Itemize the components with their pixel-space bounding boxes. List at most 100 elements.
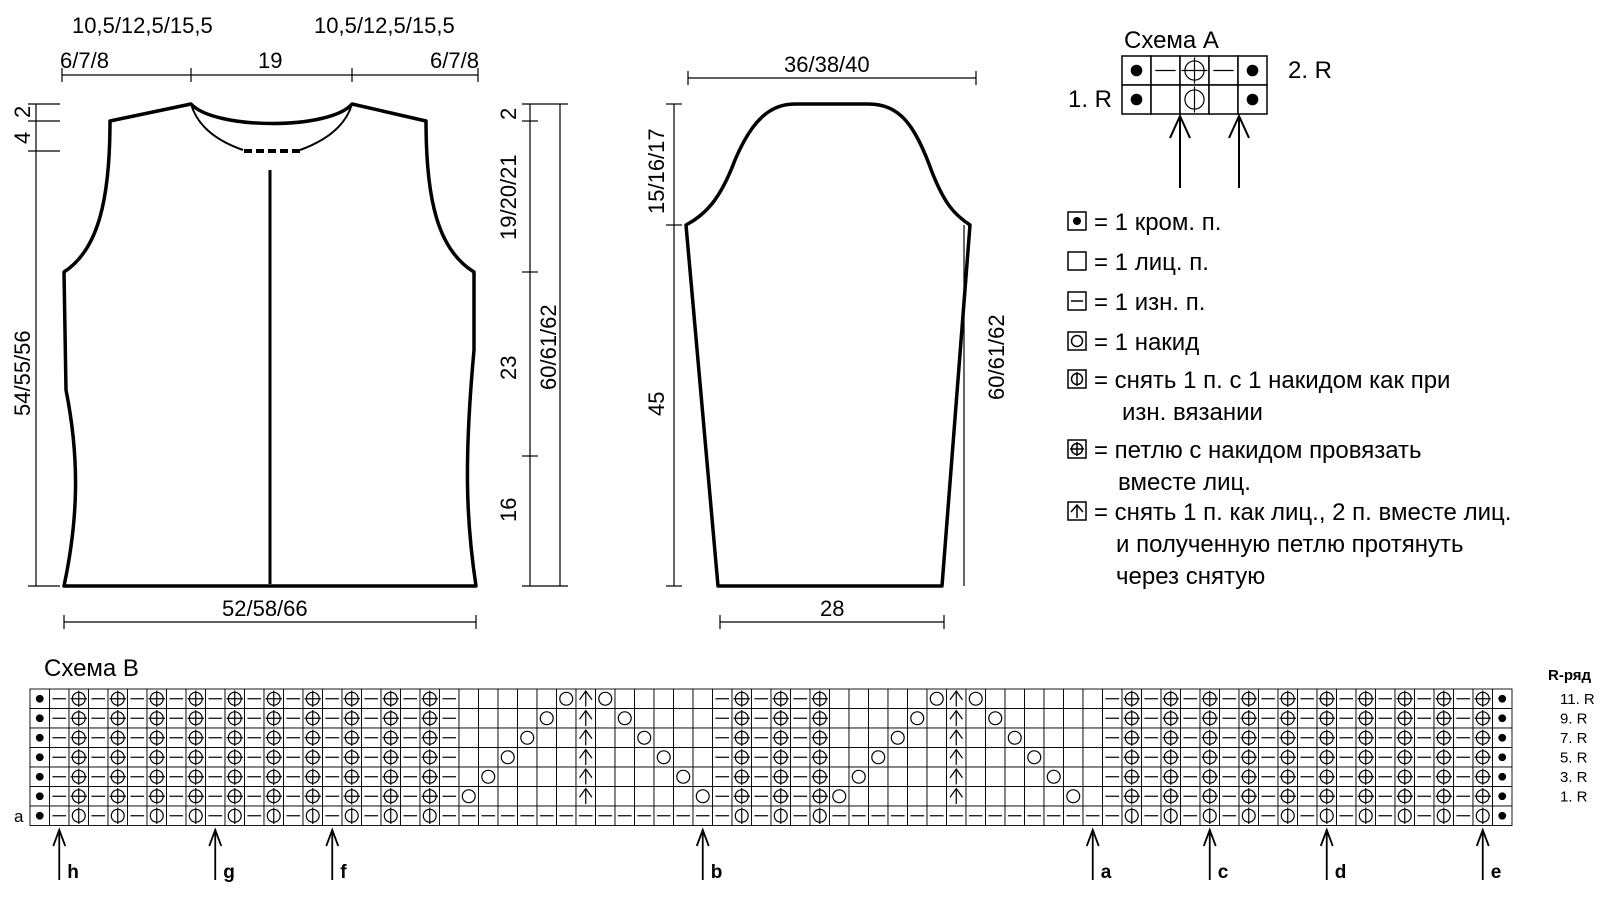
sleeve-lower-height: 45 bbox=[644, 392, 669, 416]
yarn-over-icon bbox=[832, 789, 847, 804]
schema-b-cell bbox=[458, 708, 479, 729]
knit-together-yo-icon bbox=[1435, 788, 1452, 805]
edge-stitch-icon bbox=[35, 714, 44, 723]
schema-b-row-header: R-ряд bbox=[1548, 667, 1592, 684]
schema-a-row2: 2. R bbox=[1288, 57, 1332, 84]
front-neck-width-label: 19 bbox=[258, 48, 282, 73]
schema-b-marker: b bbox=[695, 827, 722, 883]
legend-text: = снять 1 п. как лиц., 2 п. вместе лиц. bbox=[1094, 499, 1511, 526]
legend-row: = 1 лиц. п. bbox=[1067, 249, 1209, 276]
slip-with-yo-icon bbox=[1241, 807, 1256, 824]
knit-together-yo-icon bbox=[811, 710, 828, 727]
edge-stitch-icon bbox=[1498, 811, 1507, 820]
schema-b-cell bbox=[1063, 688, 1084, 709]
schema-b-cell bbox=[517, 708, 538, 729]
front-neck-facing-right bbox=[299, 103, 353, 151]
knit-together-yo-icon bbox=[1162, 749, 1179, 766]
schema-b-cell bbox=[965, 747, 986, 768]
schema-b-cell bbox=[595, 727, 616, 748]
schema-b-cell bbox=[458, 727, 479, 748]
schema-b-cell bbox=[868, 688, 889, 709]
edge-stitch-icon bbox=[35, 772, 44, 781]
schema-b-cell bbox=[478, 708, 499, 729]
knit-together-yo-icon bbox=[1162, 690, 1179, 707]
knit-together-yo-icon bbox=[304, 788, 321, 805]
yarn-over-icon bbox=[1067, 331, 1087, 351]
schema-b-cell bbox=[926, 786, 947, 807]
schema-b-marker-label: d bbox=[1335, 862, 1347, 883]
schema-a-arrow-head bbox=[1169, 113, 1191, 139]
schema-b-cell bbox=[1024, 708, 1045, 729]
schema-b-cell bbox=[907, 747, 928, 768]
knit-together-yo-icon bbox=[811, 729, 828, 746]
knit-together-yo-icon bbox=[1067, 439, 1087, 459]
schema-b-cell bbox=[517, 766, 538, 787]
knit-together-yo-icon bbox=[811, 690, 828, 707]
schema-b-cell bbox=[926, 708, 947, 729]
knit-together-yo-icon bbox=[1435, 690, 1452, 707]
knit-together-yo-icon bbox=[187, 690, 204, 707]
schema-b-row-label: 5. R bbox=[1560, 750, 1588, 767]
yarn-over-icon bbox=[617, 711, 632, 726]
knit-together-yo-icon bbox=[187, 729, 204, 746]
schema-b-cell bbox=[517, 747, 538, 768]
yarn-over-icon bbox=[871, 750, 886, 765]
schema-b-row-label: 7. R bbox=[1560, 730, 1588, 747]
slip-with-yo-icon bbox=[1436, 807, 1451, 824]
schema-b-cell bbox=[1004, 708, 1025, 729]
schema-b-cell bbox=[829, 766, 850, 787]
edge-stitch-icon bbox=[1498, 792, 1507, 801]
knit-together-yo-icon bbox=[1123, 690, 1140, 707]
knit-together-yo-icon bbox=[421, 729, 438, 746]
knit-together-yo-icon bbox=[70, 768, 87, 785]
legend-row: = петлю с накидом провязать вместе лиц. bbox=[1067, 437, 1422, 496]
schema-b-marker: f bbox=[325, 827, 347, 883]
schema-b-title: Схема В bbox=[44, 655, 139, 682]
knit-together-yo-icon bbox=[304, 710, 321, 727]
knit-together-yo-icon bbox=[1474, 710, 1491, 727]
knit-together-yo-icon bbox=[1240, 690, 1257, 707]
front-left-small-b: 2 bbox=[10, 106, 35, 118]
schema-b-marker: d bbox=[1319, 827, 1347, 883]
edge-stitch-icon bbox=[1246, 93, 1259, 106]
schema-b-cell bbox=[985, 747, 1006, 768]
schema-b-cell bbox=[692, 688, 713, 709]
knit-together-yo-icon bbox=[772, 729, 789, 746]
schema-b-row-label: 11. R bbox=[1560, 691, 1595, 708]
yarn-over-icon bbox=[1027, 750, 1042, 765]
schema-b-cell bbox=[634, 708, 655, 729]
sleeve-bottom-width: 28 bbox=[820, 596, 844, 621]
knit-together-yo-icon bbox=[772, 690, 789, 707]
edge-stitch-icon bbox=[1130, 93, 1143, 106]
knit-together-yo-icon bbox=[343, 749, 360, 766]
yarn-over-icon bbox=[520, 730, 535, 745]
knit-together-yo-icon bbox=[343, 768, 360, 785]
knit-together-yo-icon bbox=[148, 729, 165, 746]
yarn-over-icon bbox=[1007, 730, 1022, 745]
knit-together-yo-icon bbox=[1201, 729, 1218, 746]
schema-b-cell bbox=[634, 786, 655, 807]
slip-with-yo-icon bbox=[383, 807, 398, 824]
knit-together-yo-icon bbox=[1357, 768, 1374, 785]
knit-together-yo-icon bbox=[1435, 729, 1452, 746]
schema-b-cell bbox=[595, 786, 616, 807]
schema-b-cell bbox=[1043, 786, 1064, 807]
double-decrease-icon bbox=[949, 709, 963, 726]
knit-together-yo-icon bbox=[1201, 710, 1218, 727]
schema-b-cell bbox=[478, 786, 499, 807]
schema-b-cell bbox=[556, 786, 577, 807]
double-decrease-icon bbox=[949, 728, 963, 746]
edge-stitch-icon bbox=[1067, 211, 1087, 231]
knit-together-yo-icon bbox=[265, 788, 282, 805]
schema-b-cell bbox=[497, 786, 518, 807]
double-decrease-icon bbox=[579, 767, 593, 785]
knit-together-yo-icon bbox=[382, 690, 399, 707]
legend-text: = 1 лиц. п. bbox=[1094, 249, 1209, 276]
schema-b-grid bbox=[29, 688, 1513, 826]
legend-text: = 1 накид bbox=[1094, 329, 1199, 356]
slip-with-yo-icon bbox=[1358, 807, 1373, 824]
knit-together-yo-icon bbox=[1357, 690, 1374, 707]
knit-together-yo-icon bbox=[733, 690, 750, 707]
schema-b-cell bbox=[985, 727, 1006, 748]
